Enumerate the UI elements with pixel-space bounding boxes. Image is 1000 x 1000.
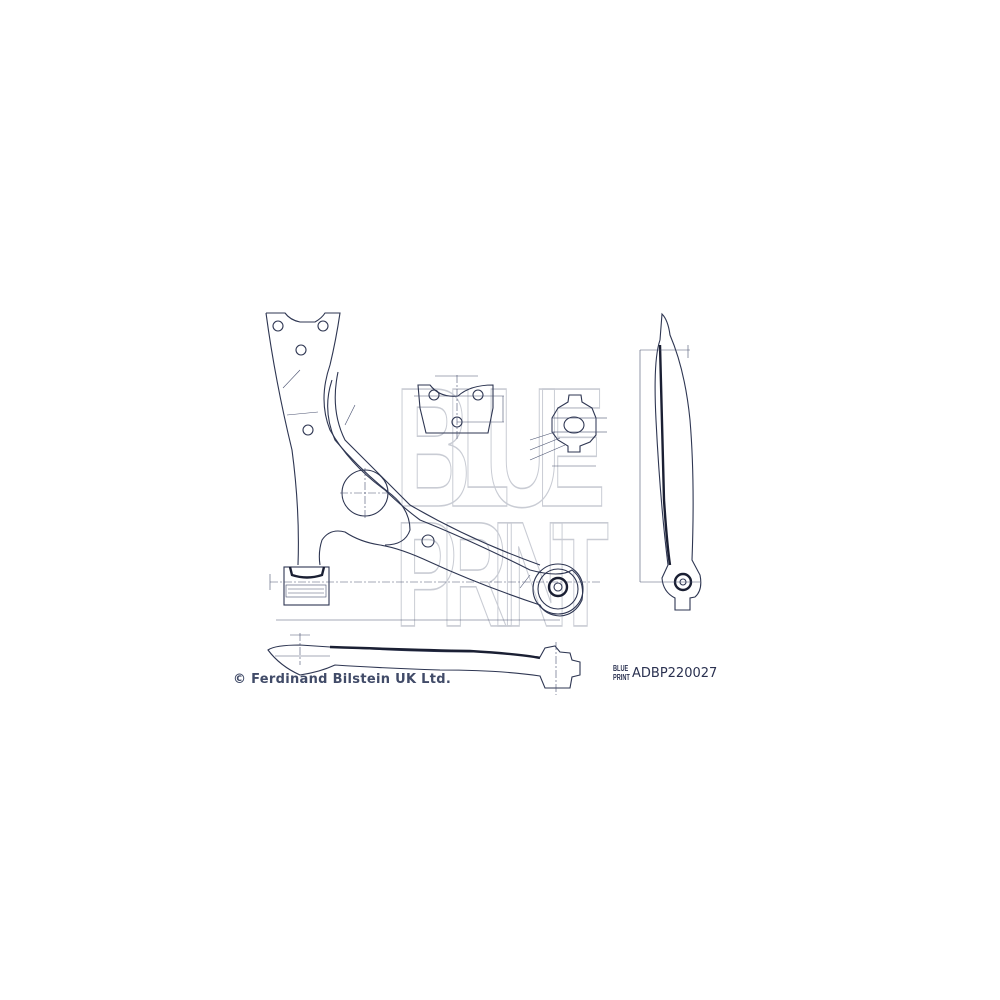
- copyright-notice: © Ferdinand Bilstein UK Ltd.: [233, 672, 452, 687]
- watermark-line-2: PRINT: [395, 491, 609, 658]
- control-arm-front-view: [265, 312, 600, 621]
- bracket-detail-view: [414, 375, 504, 440]
- brand-watermark: BLUE PRINT: [394, 352, 609, 660]
- part-number: ADBP220027: [632, 666, 718, 681]
- bushing-section-view: [529, 394, 607, 467]
- watermark-line-1: BLUE: [395, 352, 606, 542]
- control-arm-side-view: [639, 312, 702, 611]
- control-arm-bottom-view: [267, 633, 581, 695]
